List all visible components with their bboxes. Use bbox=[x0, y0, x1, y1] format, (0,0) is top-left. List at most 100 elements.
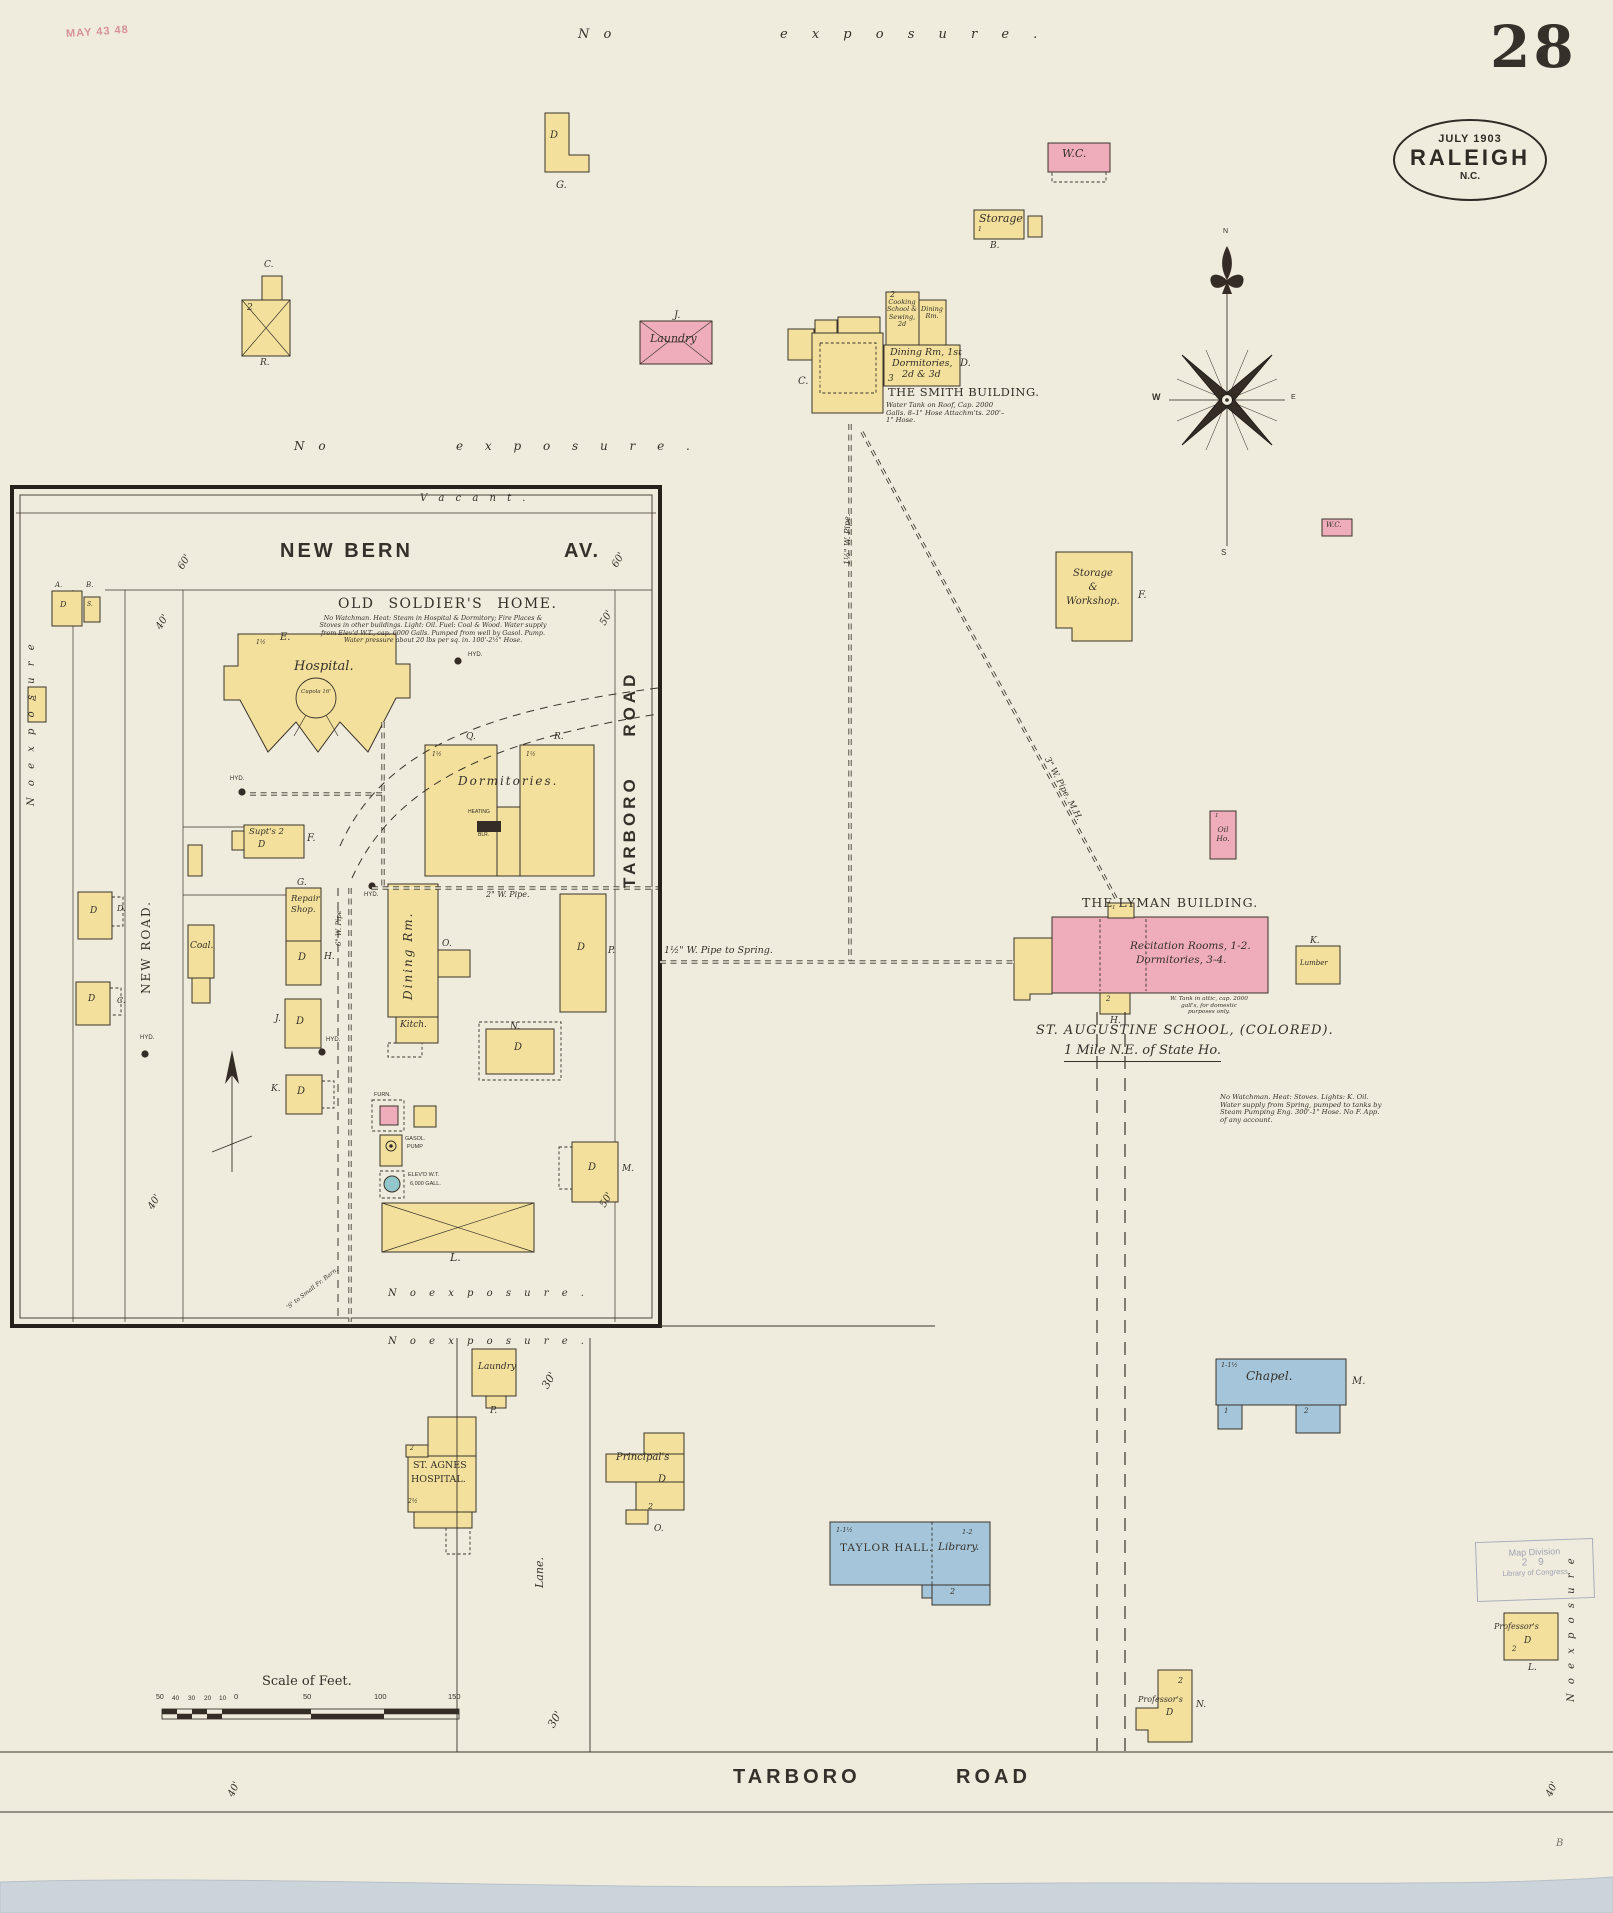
inset-tarboro-road: TARBORO ROAD bbox=[620, 670, 639, 888]
no-exposure-mid-2: e x p o s u r e . bbox=[456, 439, 699, 453]
laundry-building bbox=[639, 320, 713, 365]
corner-mark: B bbox=[1556, 1838, 1564, 1849]
lyman-tank-note: W. Tank in attic, cap. 2000 gall's, for … bbox=[1170, 996, 1248, 1016]
laundry-label: Laundry bbox=[650, 332, 697, 345]
gasol-label-2: PUMP bbox=[407, 1144, 423, 1150]
dwelling-m-label: M. bbox=[622, 1164, 635, 1174]
blr-label: BLR. bbox=[478, 832, 490, 838]
dwelling-j-d: D bbox=[296, 1016, 305, 1027]
st-agnes-1: ST. AGNES bbox=[413, 1460, 467, 1471]
left-s-label: S. bbox=[87, 601, 93, 608]
pipe-2w-label: 2" W. Pipe. bbox=[486, 890, 530, 899]
professors-dwelling-n bbox=[1135, 1669, 1193, 1743]
staug-title: ST. AUGUSTINE SCHOOL, (COLORED). bbox=[1036, 1023, 1334, 1038]
inset-vacant: V a c a n t . bbox=[420, 493, 530, 504]
chapel-label: Chapel. bbox=[1246, 1369, 1293, 1383]
lane-dashed-lines bbox=[1096, 1012, 1126, 1752]
elev-wt-label-1: ELEV'D W.T. bbox=[408, 1172, 440, 1178]
dorm-q: Q. bbox=[466, 732, 476, 742]
supt-label: Supt's 2 bbox=[249, 827, 284, 837]
tower-c-label: C. bbox=[264, 260, 274, 270]
dwelling-dg bbox=[544, 112, 590, 173]
pipe-6w-label: 6" W. Pipe bbox=[335, 910, 343, 946]
windmill-tower bbox=[241, 275, 291, 357]
scale-10: 10 bbox=[219, 1695, 227, 1702]
taylor-hall-building bbox=[829, 1521, 991, 1606]
left-d2-label: C. bbox=[117, 996, 126, 1005]
repair-shop-building bbox=[285, 887, 322, 986]
scale-40: 40 bbox=[172, 1695, 180, 1702]
st-agnes-story-2: 2½ bbox=[408, 1498, 418, 1505]
lyman-h-label: H. bbox=[1110, 1016, 1121, 1026]
oil-house-label: Oil Ho. bbox=[1216, 825, 1230, 843]
st-agnes-2: HOSPITAL. bbox=[411, 1474, 466, 1485]
smith-dining-small-label: Dining Rm. bbox=[921, 305, 943, 321]
left-b-label: B. bbox=[86, 581, 94, 589]
dwelling-n-d: D bbox=[514, 1042, 523, 1053]
chapel-annex-2: 2 bbox=[1304, 1407, 1309, 1415]
principals-d: D bbox=[658, 1474, 667, 1485]
no-exposure-mid: N o bbox=[294, 439, 331, 453]
smith-story-2: 2 bbox=[890, 290, 896, 299]
hyd-label-2: HYD. bbox=[230, 776, 245, 782]
compass-s: S bbox=[1221, 548, 1227, 557]
scale-100: 100 bbox=[374, 1692, 387, 1701]
inset-new-bern: NEW BERN bbox=[280, 540, 413, 562]
scale-150: 150 bbox=[448, 1692, 461, 1701]
elev-wt-label-2: 6,000 GALL. bbox=[410, 1181, 441, 1187]
laundry2-p: P. bbox=[490, 1406, 498, 1416]
dwelling-d-label: D bbox=[550, 130, 559, 141]
dorm-q-story: 1½ bbox=[432, 751, 442, 758]
scale-0: 0 bbox=[234, 1692, 239, 1701]
barn-l-label: L. bbox=[450, 1251, 461, 1264]
prof-n-d: D bbox=[1166, 1708, 1174, 1718]
repair-d: D bbox=[298, 952, 307, 963]
hyd-label-1: HYD. bbox=[468, 652, 483, 658]
staug-note: No Watchman. Heat: Stoves. Lights: K. Oi… bbox=[1220, 1093, 1382, 1125]
compass-n: N bbox=[1223, 228, 1229, 235]
water-closet-2 bbox=[1321, 518, 1353, 537]
storage-label: Storage bbox=[979, 212, 1023, 225]
lane-lines bbox=[456, 1338, 591, 1752]
smith-cooking-label: Cooking School & Sewing, 2d bbox=[886, 298, 918, 329]
inset-no-exposure: N o e x p o s u r e . bbox=[388, 1288, 589, 1299]
lyman-annex-story: 1 bbox=[1112, 905, 1116, 911]
hospital-label: Hospital. bbox=[294, 659, 354, 674]
repair-h: H. bbox=[324, 952, 335, 962]
compass-rose bbox=[1169, 246, 1285, 546]
north-arrow-inset bbox=[211, 1050, 253, 1172]
taylor-hall-label: TAYLOR HALL. bbox=[840, 1542, 934, 1554]
st-agnes-story: 2 bbox=[410, 1445, 414, 1452]
stamp-date: JULY 1903 bbox=[1438, 133, 1502, 145]
tower-story: 2 bbox=[247, 303, 253, 313]
tower-r-label: R. bbox=[260, 358, 270, 368]
chapel-building bbox=[1215, 1358, 1347, 1434]
compass-e: E bbox=[1291, 394, 1296, 401]
inset-no-exposure-left: N o e x p o s u r e bbox=[26, 640, 37, 806]
inset-av: AV. bbox=[564, 540, 601, 562]
paper-bottom-edge bbox=[0, 1876, 1613, 1913]
dwelling-m-d: D bbox=[588, 1162, 597, 1173]
lumber-k-label: K. bbox=[1310, 936, 1320, 946]
storage-b-building bbox=[973, 209, 1043, 240]
dwelling-k-label: K. bbox=[271, 1084, 281, 1094]
furnace-pump-tank-icons bbox=[371, 1099, 437, 1199]
smith-main-label-3: 2d & 3d bbox=[902, 369, 941, 380]
no-exposure-right: N o e x p o s u r e bbox=[1566, 1555, 1577, 1702]
dwelling-row-left bbox=[27, 590, 124, 1026]
professors-dwelling-l bbox=[1503, 1612, 1559, 1661]
dwelling-p-d: D bbox=[577, 942, 586, 953]
gasol-label-1: GASOL. bbox=[405, 1136, 426, 1142]
laundry-2-building bbox=[471, 1348, 517, 1409]
scale-20: 20 bbox=[204, 1695, 212, 1702]
dorm-r: R. bbox=[554, 732, 564, 742]
wc-label: W.C. bbox=[1062, 147, 1087, 160]
heating-label: HEATING bbox=[468, 809, 490, 815]
repair-g: G. bbox=[297, 878, 307, 888]
smith-title: THE SMITH BUILDING. bbox=[888, 385, 1040, 399]
tarboro-road-label-1: TARBORO bbox=[733, 1766, 861, 1788]
prof-l-name: Professor's bbox=[1494, 1622, 1539, 1631]
smith-note: Water Tank on Roof, Cap. 2000 Galls. 8–1… bbox=[886, 401, 1005, 425]
